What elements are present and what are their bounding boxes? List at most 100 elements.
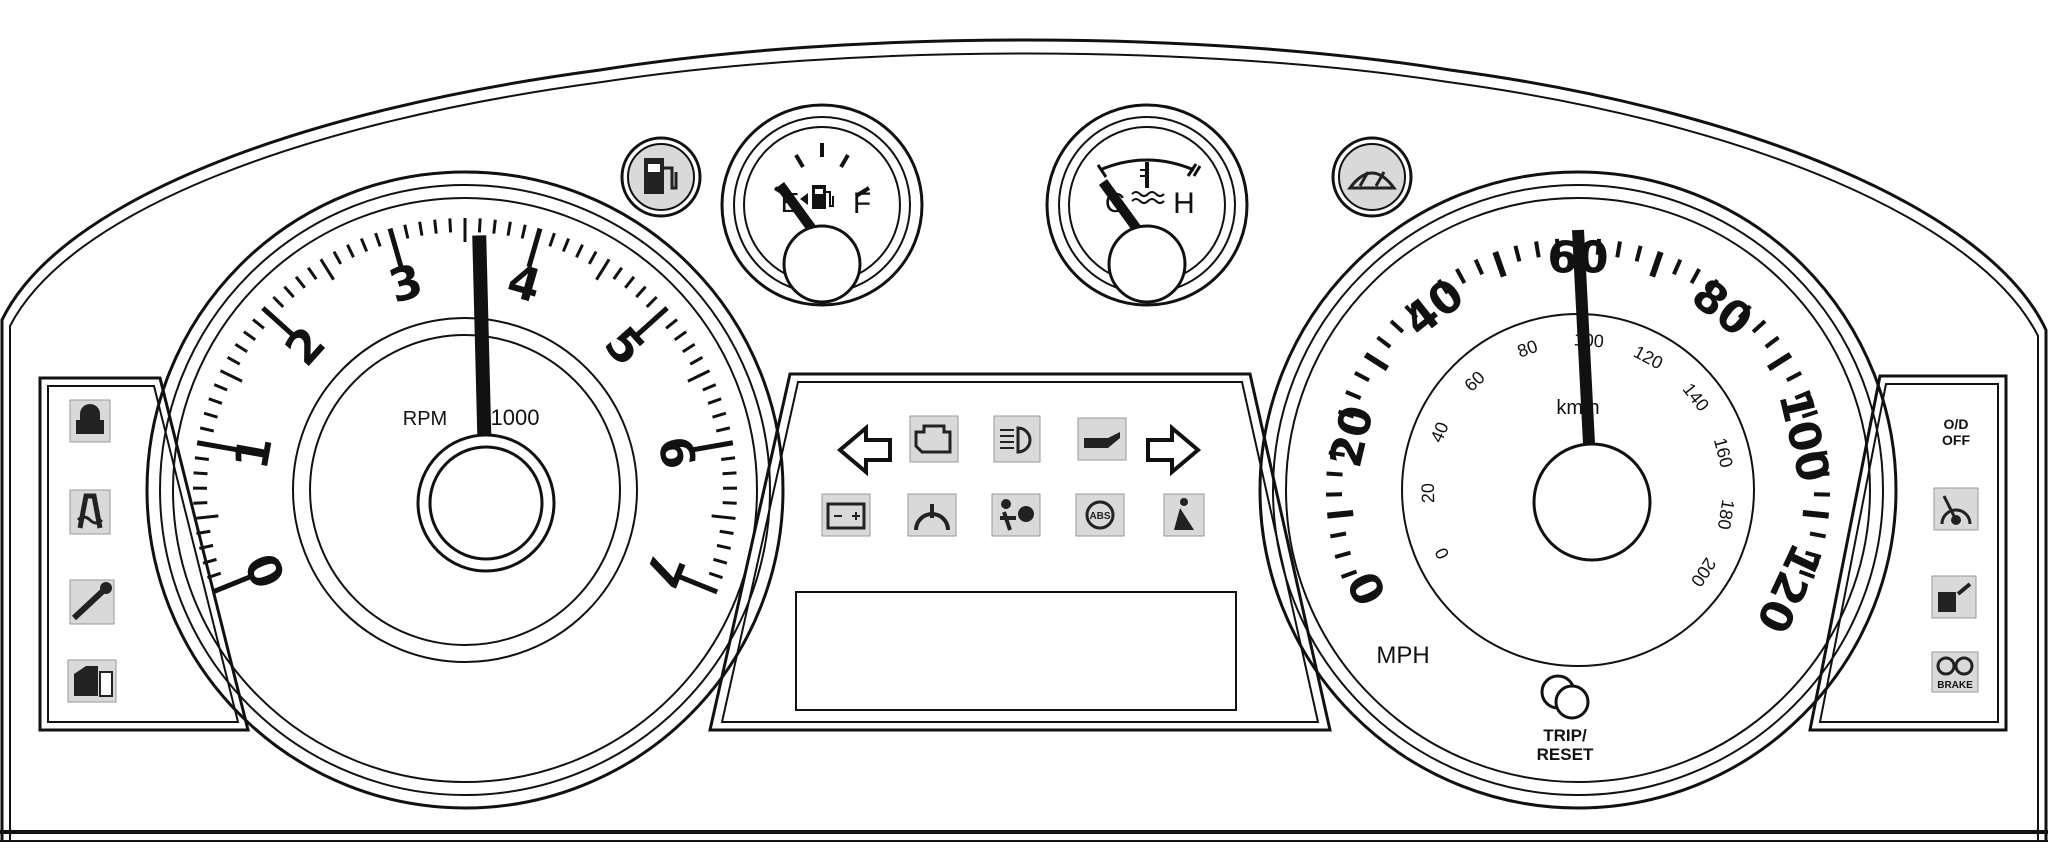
tach-tick [624,275,636,289]
trip-reset-line2: RESET [1537,745,1594,764]
tach-tick [587,250,598,265]
coolant-temp-icon [1131,162,1165,204]
mph-tick [1672,258,1683,276]
mph-number-0: 0 [1338,563,1397,612]
tach-tick [635,285,647,299]
tach-tick [679,574,719,595]
tach-tick [359,237,369,253]
low-fuel-icon [620,136,702,218]
tach-tick [332,250,343,265]
mph-tick [1766,352,1793,372]
tach-tick [682,342,696,354]
tach-tick [715,426,731,433]
mph-tick [1363,352,1390,372]
low-washer-fluid-icon [1931,575,1977,619]
tach-tick [319,258,335,281]
mph-tick [1437,278,1450,295]
tach-tick-marks [192,218,738,595]
tach-tick [283,285,295,299]
tach-unit-label: 1000 [491,405,540,430]
mph-tick [1809,531,1827,539]
tach-hub-inner [428,445,544,561]
mph-tick [1804,550,1822,559]
left-turn-arrow-icon [836,423,892,477]
tach-tick [520,224,527,239]
mph-tick [1706,278,1719,295]
mph-number-100: 100 [1768,386,1839,487]
check-engine-icon [909,415,959,463]
tach-tick [433,219,438,234]
oil-pressure-icon [1077,417,1127,461]
mph-tick [1801,409,1819,419]
tach-tick [294,275,306,289]
tach-tick [477,218,482,233]
tach-tick [208,397,223,405]
mph-tick [1811,450,1828,457]
tach-tick [635,306,669,337]
mph-tick [1340,569,1358,579]
tach-tick [689,355,704,366]
tach-tick [716,543,731,550]
mph-tick [1554,238,1561,255]
tach-tick [194,456,209,461]
tach-tick [702,383,717,392]
tach-tick [252,318,265,330]
mph-tick [1634,245,1643,262]
tach-tick [418,221,424,236]
tach-number-4: 4 [501,253,547,314]
mph-tick [1334,550,1352,559]
trip-reset-button[interactable]: TRIP/ RESET [1537,674,1594,764]
tach-tick [713,557,728,565]
mph-tick [1595,238,1602,255]
mph-tick [1802,509,1829,519]
tach-tick [193,471,208,476]
tach-tick [707,397,722,405]
tach-tick [387,227,404,268]
tach-number-6: 6 [647,432,706,473]
center-panel: ABS [708,372,1332,732]
mph-tick [1353,371,1370,383]
mph-tick [1473,258,1484,276]
tach-tick [712,411,727,419]
security-lock-icon [69,399,111,443]
tach-tick [196,440,237,453]
tach-tick [211,574,251,595]
mph-number-20: 20 [1320,401,1384,472]
tach-number-3: 3 [383,253,429,314]
temp-gauge-hub [1107,224,1187,304]
mph-tick [1404,304,1419,320]
cluster-housing [0,38,2048,842]
tach-tick [526,227,543,268]
mph-tick [1615,241,1622,258]
tach-tick [722,471,737,476]
tach-tick [226,355,241,366]
tach-tick [448,218,453,233]
tach-tick [374,232,382,247]
od-off-line2: OFF [1942,432,1970,448]
tach-tick [207,571,222,580]
traction-control-icon [69,489,111,535]
message-display [795,591,1237,711]
tach-number-7: 7 [633,546,695,596]
kmh-number-180: 180 [1714,498,1739,531]
tach-rpm-label: RPM [403,408,447,430]
kmh-number-80: 80 [1515,336,1541,362]
mph-tick [1326,471,1343,477]
mph-tick-marks [1326,238,1830,579]
tach-tick [548,232,556,247]
kmh-number-200: 200 [1687,554,1720,590]
abs-text: ABS [1089,511,1110,522]
mph-tick [1329,531,1347,539]
tach-tick [403,224,410,239]
tach-tick [261,306,295,337]
kmh-number-140: 140 [1679,379,1713,415]
speedometer-hub [1532,442,1652,562]
mph-tick [1794,390,1811,400]
fuel-gauge: E F [720,103,924,307]
mph-tick [1813,471,1830,477]
door-ajar-icon [67,659,117,703]
high-beam-icon [993,415,1041,463]
tach-tick [346,244,355,258]
mph-tick [1513,245,1522,262]
